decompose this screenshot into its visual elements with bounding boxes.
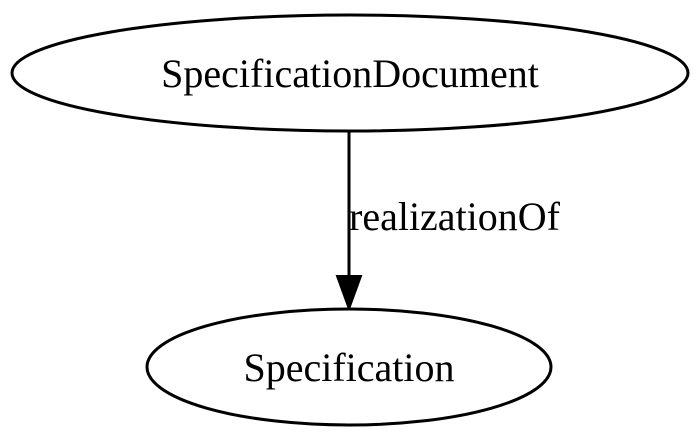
node-label: SpecificationDocument xyxy=(161,51,539,96)
node-specification: Specification xyxy=(145,307,553,427)
edge-arrowhead xyxy=(335,275,363,312)
edge-realization-of: realizationOf xyxy=(335,131,561,312)
node-label: Specification xyxy=(243,345,454,390)
node-specification-document: SpecificationDocument xyxy=(10,13,690,133)
edge-label: realizationOf xyxy=(349,194,561,239)
node-ellipse xyxy=(145,307,553,427)
node-ellipse xyxy=(10,13,690,133)
